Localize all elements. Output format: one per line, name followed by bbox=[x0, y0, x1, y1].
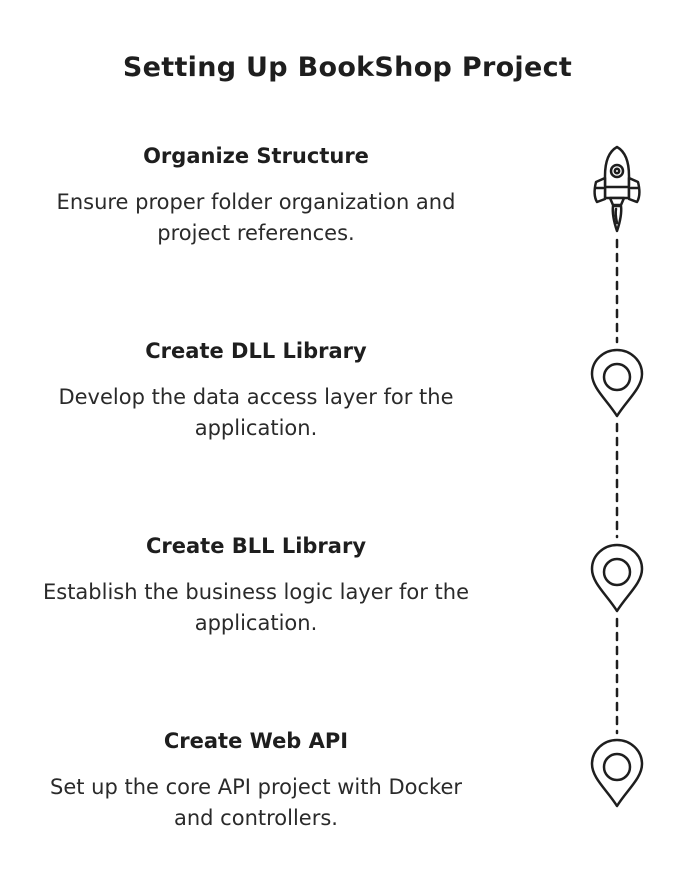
step-description: Establish the business logic layer for t… bbox=[42, 580, 470, 635]
step-title: Organize Structure bbox=[143, 144, 369, 168]
location-pin-icon bbox=[590, 348, 644, 418]
step-title: Create BLL Library bbox=[145, 534, 367, 558]
step-create-web-api: Create Web API Set up the core API proje… bbox=[40, 728, 472, 834]
step-title: Create Web API bbox=[163, 729, 349, 753]
step-title: Create DLL Library bbox=[145, 339, 367, 363]
step-description: Develop the data access layer for the ap… bbox=[58, 385, 454, 440]
rocket-icon bbox=[593, 145, 641, 233]
diagram-title: Setting Up BookShop Project bbox=[122, 52, 573, 83]
step-create-bll-library: Create BLL Library Establish the busines… bbox=[40, 533, 472, 639]
location-pin-icon bbox=[590, 543, 644, 613]
step-description: Ensure proper folder organization and pr… bbox=[56, 190, 456, 245]
location-pin-icon bbox=[590, 738, 644, 808]
step-description: Set up the core API project with Docker … bbox=[50, 775, 462, 830]
step-create-dll-library: Create DLL Library Develop the data acce… bbox=[40, 338, 472, 444]
step-organize-structure: Organize Structure Ensure proper folder … bbox=[40, 143, 472, 249]
